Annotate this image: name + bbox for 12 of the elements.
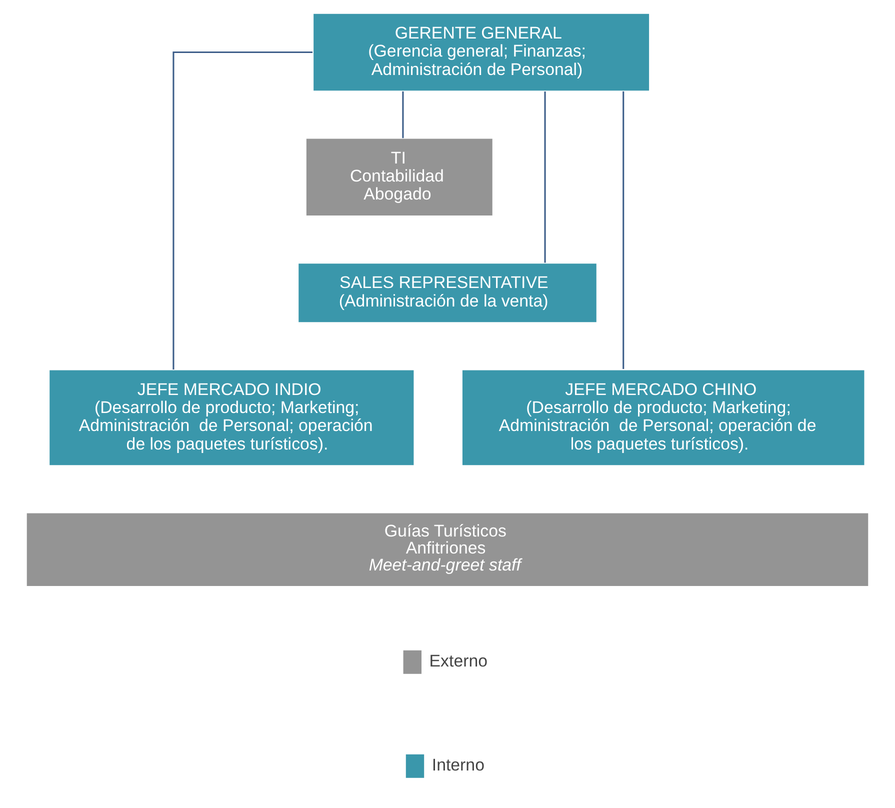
legend-label: Interno bbox=[432, 756, 484, 775]
node-box: Guías Turísticos Anfitriones Meet-and-greet staff bbox=[26, 512, 870, 588]
node-box: GERENTE GENERAL (Gerencia general; Finanzas; Administración de Personal) bbox=[312, 12, 650, 92]
legend-label: Externo bbox=[429, 652, 488, 671]
connector bbox=[544, 91, 546, 263]
node-box: JEFE MERCADO CHINO (Desarrollo de producto; Marketing; Administración de Personal; operación de los paquetes turísticos). bbox=[461, 368, 866, 466]
node-box: TI Contabilidad Abogado bbox=[305, 137, 494, 217]
node-box: SALES REPRESENTATIVE (Administración de la venta) bbox=[297, 262, 598, 324]
node-box: JEFE MERCADO INDIO (Desarrollo de producto; Marketing; Administración de Personal; operación de los paquetes turísticos). bbox=[48, 368, 415, 466]
connector bbox=[402, 91, 404, 138]
connector bbox=[622, 91, 624, 370]
connector bbox=[172, 52, 313, 370]
